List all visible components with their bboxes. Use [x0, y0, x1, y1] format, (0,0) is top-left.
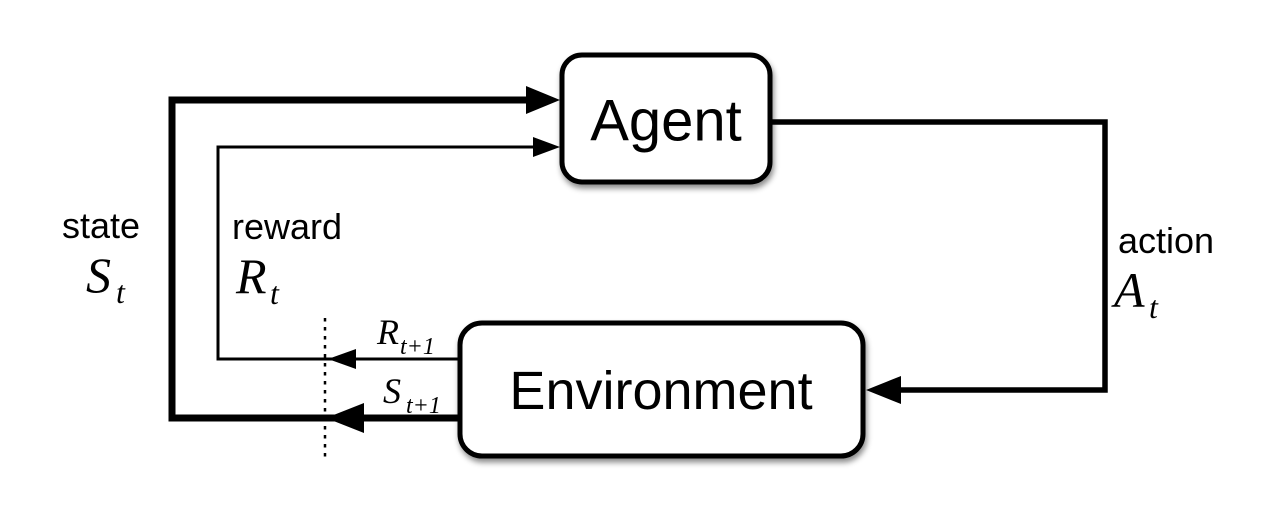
action-word-label: action: [1118, 220, 1214, 261]
reward-symbol: R: [235, 248, 267, 304]
action-symbol-subscript: t: [1149, 289, 1159, 325]
action-symbol: A: [1111, 262, 1145, 318]
reward-word-label: reward: [232, 206, 342, 247]
next-state-symbol: S: [383, 371, 401, 411]
agent-node: [559, 52, 773, 185]
next-reward-symbol-subscript: t+1: [400, 334, 435, 360]
reward-symbol-subscript: t: [270, 275, 280, 311]
environment-node: [457, 320, 866, 459]
environment-node-label: Environment: [509, 361, 812, 421]
action-edge-path: [770, 119, 1108, 393]
state-symbol-subscript: t: [116, 274, 126, 310]
next-reward-symbol: R: [376, 312, 399, 352]
next-state-symbol-subscript: t+1: [406, 393, 441, 419]
agent-node-label: Agent: [590, 89, 742, 154]
state-symbol: S: [86, 247, 111, 303]
state-word-label: state: [62, 205, 140, 246]
state-edge-path: [168, 96, 546, 422]
reward-into-agent-arrowhead-icon: [533, 137, 560, 157]
next-reward-arrowhead-icon: [328, 349, 356, 369]
next-state-arrowhead-icon: [326, 403, 364, 433]
state-into-agent-arrowhead-icon: [526, 86, 560, 114]
action-into-environment-arrowhead-icon: [866, 376, 901, 404]
